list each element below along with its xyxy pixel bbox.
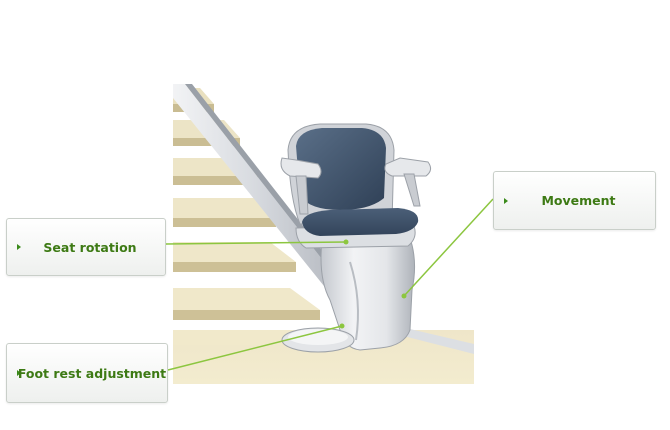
movement-dot-icon <box>401 293 407 299</box>
seat-rotation-label: Seat rotation <box>43 239 137 255</box>
movement-leader <box>403 198 494 297</box>
movement-callout[interactable]: Movement <box>493 171 656 230</box>
seat-rotation-callout[interactable]: Seat rotation <box>6 218 166 276</box>
seat-rotation-dot-icon <box>343 239 349 245</box>
seat-rotation-leader <box>165 241 347 245</box>
left-armrest <box>280 157 322 179</box>
triangle-right-icon <box>504 197 508 204</box>
stairlift-chair <box>280 123 432 353</box>
leader-lines <box>165 198 494 371</box>
foot-rest-adjustment-callout[interactable]: Foot rest adjustment <box>6 343 168 403</box>
triangle-right-icon <box>17 244 21 250</box>
foot-rest-adjustment-label: Foot rest adjustment <box>17 365 167 381</box>
stair-rail-edge <box>185 84 336 272</box>
carriage-body <box>320 237 416 351</box>
foot-rest-leader <box>167 325 343 371</box>
right-armrest <box>384 157 432 177</box>
foot-rest-dot-icon <box>339 323 345 329</box>
backrest-cushion <box>296 128 386 210</box>
seat-cushion <box>302 208 419 236</box>
movement-label: Movement <box>541 193 616 208</box>
triangle-right-icon <box>17 370 21 376</box>
